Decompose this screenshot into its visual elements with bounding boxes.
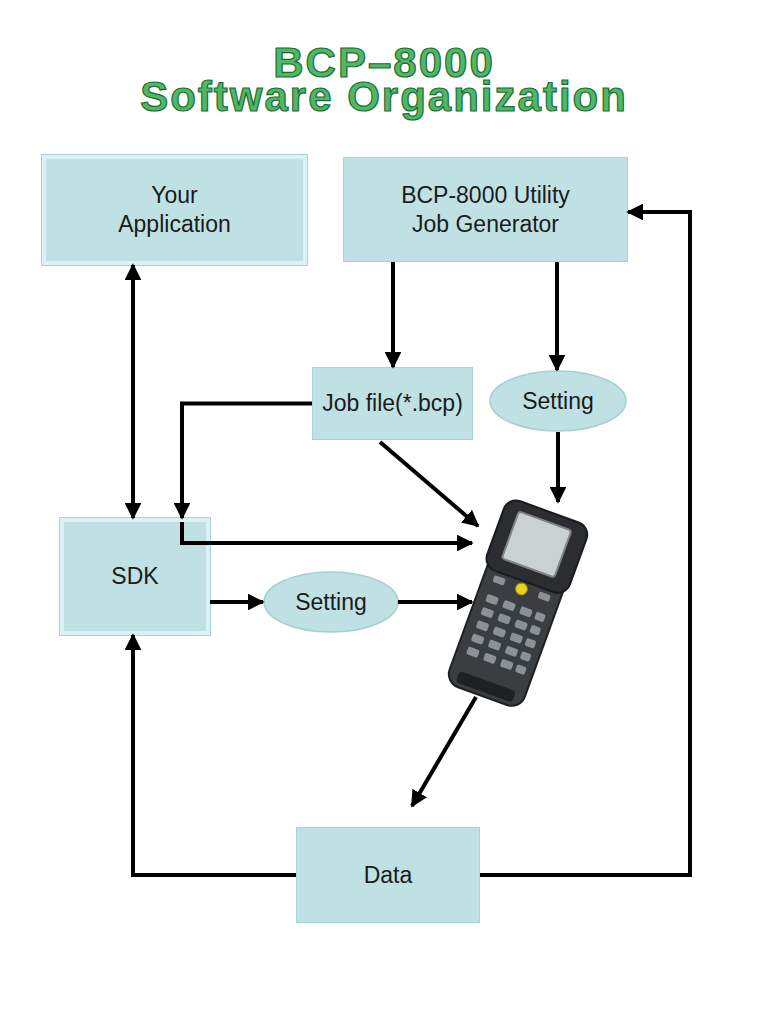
utility-box: BCP-8000 Utility Job Generator bbox=[343, 157, 628, 262]
node-label: Job file(*.bcp) bbox=[322, 389, 463, 418]
node-label: SDK bbox=[111, 562, 158, 591]
flow-connector bbox=[391, 262, 395, 367]
edge-group bbox=[133, 212, 690, 875]
flow-connector bbox=[131, 265, 135, 518]
scanner-window bbox=[456, 671, 516, 703]
flow-arrow bbox=[398, 600, 472, 604]
scanner-button bbox=[514, 581, 529, 596]
setting-ellipse: Setting bbox=[489, 370, 627, 432]
node-label: Setting bbox=[295, 588, 367, 617]
scanner-illustration bbox=[441, 497, 591, 711]
title-text: BCP–8000 Software Organization bbox=[140, 39, 628, 120]
data-box: Data bbox=[296, 827, 480, 923]
ellipse-shape bbox=[264, 572, 398, 632]
scanner-head bbox=[483, 497, 591, 597]
scanner-key bbox=[492, 575, 506, 586]
flow-arrow bbox=[380, 442, 478, 526]
device-arrows bbox=[182, 432, 558, 806]
flow-connector bbox=[555, 262, 559, 370]
scanner-body bbox=[445, 504, 585, 710]
flow-connector bbox=[133, 635, 296, 875]
flow-arrow bbox=[182, 522, 472, 543]
scanner-screen bbox=[502, 511, 572, 577]
scanner-key bbox=[537, 591, 551, 602]
flow-arrow bbox=[412, 697, 476, 806]
node-label: Data bbox=[364, 861, 413, 890]
node-label: Setting bbox=[522, 387, 594, 416]
sdk-box: SDK bbox=[60, 518, 210, 635]
scanner-keypad bbox=[466, 594, 546, 675]
flow-connector bbox=[182, 404, 312, 519]
application-box: Your Application bbox=[42, 155, 307, 265]
node-label: Your Application bbox=[106, 181, 243, 239]
ellipse-shape bbox=[490, 371, 626, 431]
flow-connector bbox=[210, 600, 263, 604]
flow-connector bbox=[480, 212, 690, 875]
setting-ellipse: Setting bbox=[263, 571, 399, 633]
flow-arrow bbox=[556, 432, 560, 502]
file-box: Job file(*.bcp) bbox=[312, 367, 473, 440]
node-label: BCP-8000 Utility Job Generator bbox=[388, 181, 583, 239]
diagram-title: BCP–8000 Software Organization bbox=[84, 46, 684, 114]
